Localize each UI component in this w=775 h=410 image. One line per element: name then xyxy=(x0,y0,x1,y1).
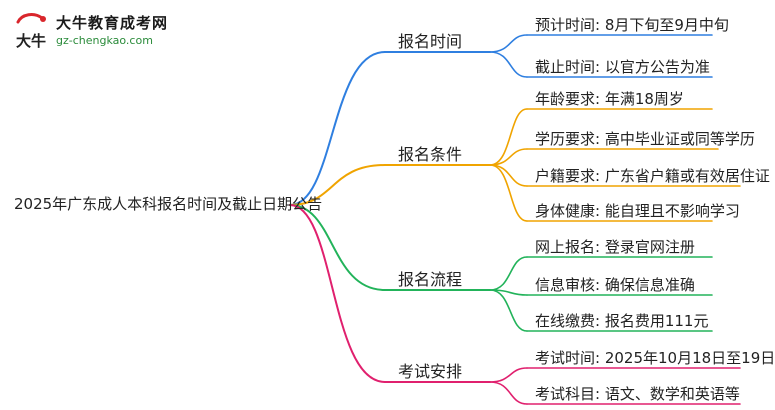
logo: 大牛 大牛教育成考网 gz-chengkao.com xyxy=(12,10,192,54)
leaf-label: 户籍要求: 广东省户籍或有效居住证 xyxy=(535,167,770,185)
bull-logo-icon: 大牛 xyxy=(16,13,46,50)
leaf-label: 考试时间: 2025年10月18日至19日 xyxy=(535,349,775,367)
branch-label: 报名时间 xyxy=(398,32,463,51)
branch-leaf-connector xyxy=(489,256,528,291)
branch-label: 考试安排 xyxy=(398,362,463,381)
branch-leaf-connector xyxy=(489,34,528,53)
root-branch-connector xyxy=(289,164,386,206)
branch-label: 报名条件 xyxy=(398,145,463,164)
mindmap-connectors xyxy=(289,34,741,405)
branch-leaf-connector xyxy=(489,51,528,78)
logo-mark-text: 大牛 xyxy=(16,32,46,50)
root-branch-connector xyxy=(289,51,386,206)
leaf-label: 截止时间: 以官方公告为准 xyxy=(535,58,710,76)
leaf-label: 在线缴费: 报名费用111元 xyxy=(535,312,709,330)
branch-leaf-connector xyxy=(489,108,528,166)
leaf-label: 网上报名: 登录官网注册 xyxy=(535,238,695,256)
branch-leaf-connector xyxy=(489,164,528,222)
site-url: gz-chengkao.com xyxy=(56,34,153,47)
root-topic: 2025年广东成人本科报名时间及截止日期公告 xyxy=(14,195,323,213)
branch-label: 报名流程 xyxy=(398,270,463,289)
root-branch-connector xyxy=(289,204,386,291)
leaf-label: 信息审核: 确保信息准确 xyxy=(535,276,695,294)
branch-leaf-connector xyxy=(489,164,528,187)
branch-leaf-connector xyxy=(489,289,528,332)
branch-leaf-connector xyxy=(489,381,528,405)
leaf-label: 年龄要求: 年满18周岁 xyxy=(535,90,684,108)
branch-leaf-connector xyxy=(489,367,528,383)
site-name: 大牛教育成考网 xyxy=(56,14,169,32)
leaf-label: 学历要求: 高中毕业证或同等学历 xyxy=(535,130,755,148)
root-branch-connector xyxy=(289,204,386,383)
leaf-label: 身体健康: 能自理且不影响学习 xyxy=(535,202,740,220)
leaf-label: 考试科目: 语文、数学和英语等 xyxy=(535,385,740,403)
leaf-label: 预计时间: 8月下旬至9月中旬 xyxy=(535,16,729,34)
branch-leaf-connector xyxy=(489,148,528,166)
